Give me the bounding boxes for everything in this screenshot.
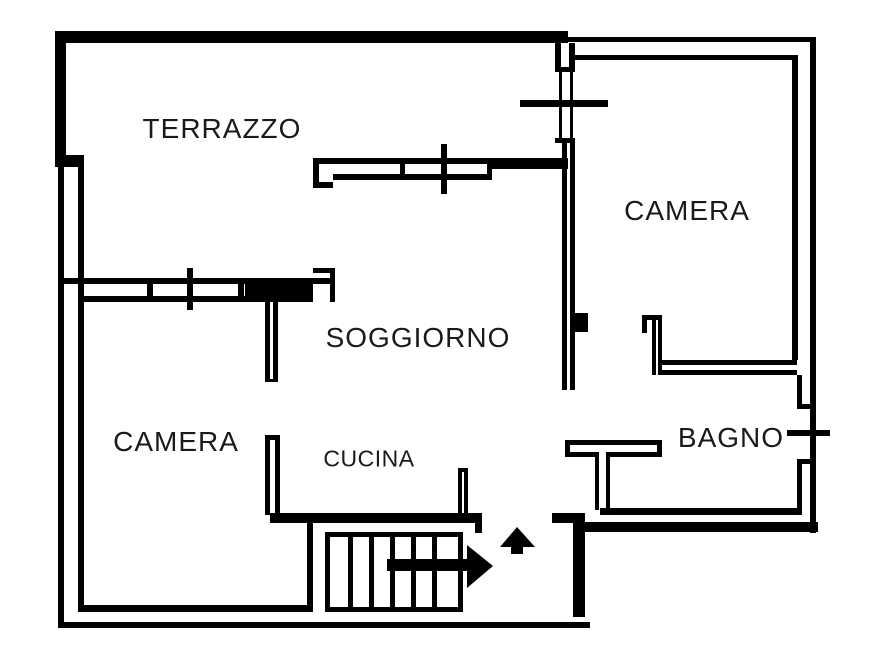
up-arrow-icon (500, 527, 535, 554)
right-outer-wall (792, 37, 816, 533)
cucina-east-wall (458, 468, 468, 515)
room-label-cucina: CUCINA (323, 445, 415, 472)
room-label-terrazzo: TERRAZZO (142, 113, 302, 144)
stairs-direction-arrow-icon (387, 545, 493, 588)
window-camera-left-terrazzo (64, 268, 335, 310)
hall-wall (270, 513, 482, 612)
cucina-west-wall (265, 435, 280, 518)
window-soggiorno-terrazzo (313, 144, 568, 194)
terrace-walls (55, 31, 568, 167)
room-label-camera-top-right: CAMERA (624, 195, 750, 226)
entrance-wall (552, 513, 585, 617)
camera-left-east-wall (265, 302, 278, 382)
room-label-bagno: BAGNO (677, 422, 785, 453)
staircase (325, 532, 463, 612)
bagno-south-wall (573, 508, 818, 532)
bagno-north-wall (642, 315, 797, 375)
left-outer-wall (58, 167, 84, 628)
window-camera-right-terrazzo (520, 67, 608, 143)
room-label-soggiorno: SOGGIORNO (325, 322, 511, 353)
window-bagno-east (787, 404, 830, 464)
bottom-outer-wall (58, 605, 590, 628)
camera-right-west-wall (555, 43, 588, 390)
room-label-camera-bottom-left: CAMERA (113, 426, 239, 457)
top-outer-wall (560, 37, 816, 60)
bagno-west-partition (565, 440, 662, 510)
